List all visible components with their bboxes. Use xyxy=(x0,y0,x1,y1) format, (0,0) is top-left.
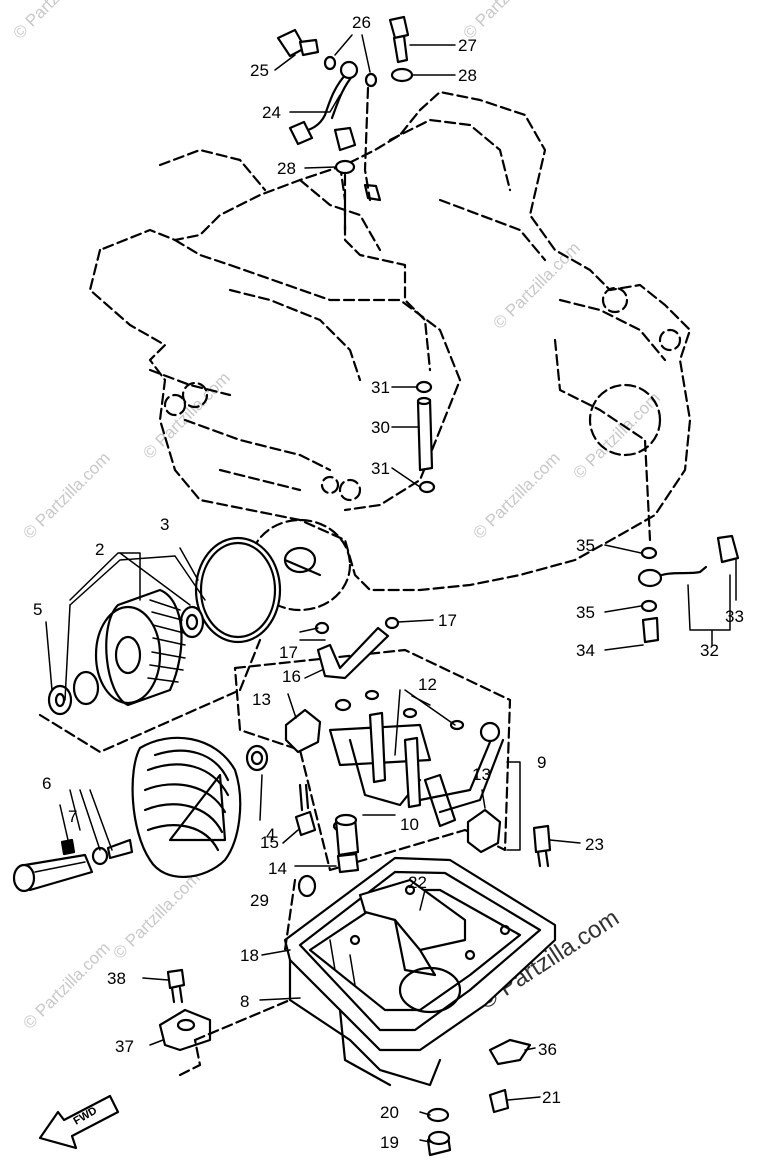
block-part-13-left xyxy=(284,708,322,754)
callout-label: 26 xyxy=(352,13,371,32)
hose-part-16 xyxy=(316,626,390,680)
callout-label: 14 xyxy=(268,859,287,878)
callout-label: 36 xyxy=(538,1040,557,1059)
callout-label: 18 xyxy=(240,946,259,965)
filter-cover-group xyxy=(12,736,269,893)
callout-label: 37 xyxy=(115,1037,134,1056)
pan-hardware xyxy=(294,783,552,898)
callout-label: 24 xyxy=(262,103,281,122)
banjo-fitting xyxy=(339,60,359,80)
oring-part-26 xyxy=(323,55,337,71)
watermark: © Partzilla.com xyxy=(489,238,583,332)
filter-element-part-2 xyxy=(105,588,183,707)
sleeve-part-14 xyxy=(336,852,360,874)
callout-label: 23 xyxy=(585,835,604,854)
bolt-part-34 xyxy=(641,616,660,644)
callout-label: 16 xyxy=(282,667,301,686)
callout-label: 30 xyxy=(371,418,390,437)
oil-pipe-group xyxy=(415,380,436,494)
oring-part-31-top xyxy=(415,380,433,394)
washer-part-28-lower xyxy=(334,159,356,175)
oil-hose-part-24 xyxy=(298,70,350,134)
callout-label: 12 xyxy=(418,675,437,694)
oil-filter-group xyxy=(38,536,282,754)
callout-labels: 2 3 4 5 6 7 8 9 10 12 13 13 14 15 16 17 … xyxy=(33,13,744,1152)
callout-label: 27 xyxy=(458,36,477,55)
right-hose-group xyxy=(637,534,740,644)
callout-label: 29 xyxy=(250,891,269,910)
cap-part-33 xyxy=(716,534,740,564)
bolt-part-23 xyxy=(532,824,552,854)
callout-label: 28 xyxy=(458,66,477,85)
watermark: © Partzilla.com xyxy=(19,938,113,1032)
callout-label: 8 xyxy=(240,992,249,1011)
callout-label: 2 xyxy=(95,540,104,559)
watermark: © Partzilla.com xyxy=(9,0,103,43)
callout-label: 20 xyxy=(380,1103,399,1122)
callout-label: 13 xyxy=(472,765,491,784)
callout-label: 33 xyxy=(725,607,744,626)
callout-label: 10 xyxy=(400,815,419,834)
bolt-part-27-shank xyxy=(392,34,409,64)
leader-lines xyxy=(45,34,737,1143)
oring-part-4 xyxy=(245,744,269,772)
oring-part-35-bottom xyxy=(640,599,658,613)
bolt-part-21 xyxy=(488,1088,510,1114)
pipe-part-30 xyxy=(416,398,434,472)
callout-label: 9 xyxy=(537,753,546,772)
oring-part-17-right xyxy=(384,616,400,630)
callout-label: 6 xyxy=(42,774,51,793)
callout-label: 19 xyxy=(380,1133,399,1152)
callout-label: 13 xyxy=(252,690,271,709)
watermark: © Partzilla.com xyxy=(469,448,563,542)
oring-part-3 xyxy=(194,536,282,644)
callout-label: 31 xyxy=(371,459,390,478)
callout-label: 38 xyxy=(107,969,126,988)
watermark: © Partzilla.com xyxy=(19,448,113,542)
strainer-assembly xyxy=(233,616,521,872)
plug-part-29 xyxy=(297,874,317,898)
block-part-13-right xyxy=(466,808,502,854)
watermark: © Partzilla.com xyxy=(109,868,203,962)
plate-part-36 xyxy=(488,1038,532,1066)
baffle-part-22 xyxy=(358,878,467,952)
callout-label: 7 xyxy=(68,807,77,826)
callout-label: 15 xyxy=(260,833,279,852)
callout-label: 28 xyxy=(277,159,296,178)
callout-label: 22 xyxy=(408,873,427,892)
callout-label: 25 xyxy=(250,61,269,80)
watermark: © Partzilla.com xyxy=(139,368,233,462)
oring-part-35-top xyxy=(640,546,658,560)
oring-part-31-bottom xyxy=(418,480,436,494)
bolt-part-27 xyxy=(388,15,410,40)
callout-label: 4 xyxy=(266,825,275,844)
callout-label: 5 xyxy=(33,600,42,619)
oring-part-26-b xyxy=(364,72,378,88)
washer-part-20 xyxy=(426,1107,450,1123)
callout-label: 3 xyxy=(160,515,169,534)
callout-label: 35 xyxy=(576,536,595,555)
washer-small xyxy=(106,838,134,860)
callout-label: 21 xyxy=(542,1088,561,1107)
bolt-part-15 xyxy=(294,810,317,837)
top-hardware xyxy=(276,15,414,232)
oil-pan-part-8 xyxy=(283,856,557,1087)
drain-hardware xyxy=(158,968,532,1157)
washer-part-28 xyxy=(390,67,414,83)
callout-label: 31 xyxy=(371,378,390,397)
bolt-part-38 xyxy=(166,968,186,990)
engine-crankcase xyxy=(88,90,692,612)
callout-label: 17 xyxy=(279,643,298,662)
callout-label: 35 xyxy=(576,603,595,622)
callout-label: 32 xyxy=(700,641,719,660)
spring-part-7 xyxy=(60,838,76,856)
callout-label: 17 xyxy=(438,611,457,630)
callout-label: 34 xyxy=(576,641,595,660)
filter-cover xyxy=(131,736,242,878)
bolt-part-25-shank xyxy=(298,38,320,57)
washer-part-2 xyxy=(72,670,100,706)
fwd-arrow: FWD xyxy=(38,1094,120,1150)
watermarks: © Partzilla.com © Partzilla.com © Partzi… xyxy=(9,0,663,1033)
